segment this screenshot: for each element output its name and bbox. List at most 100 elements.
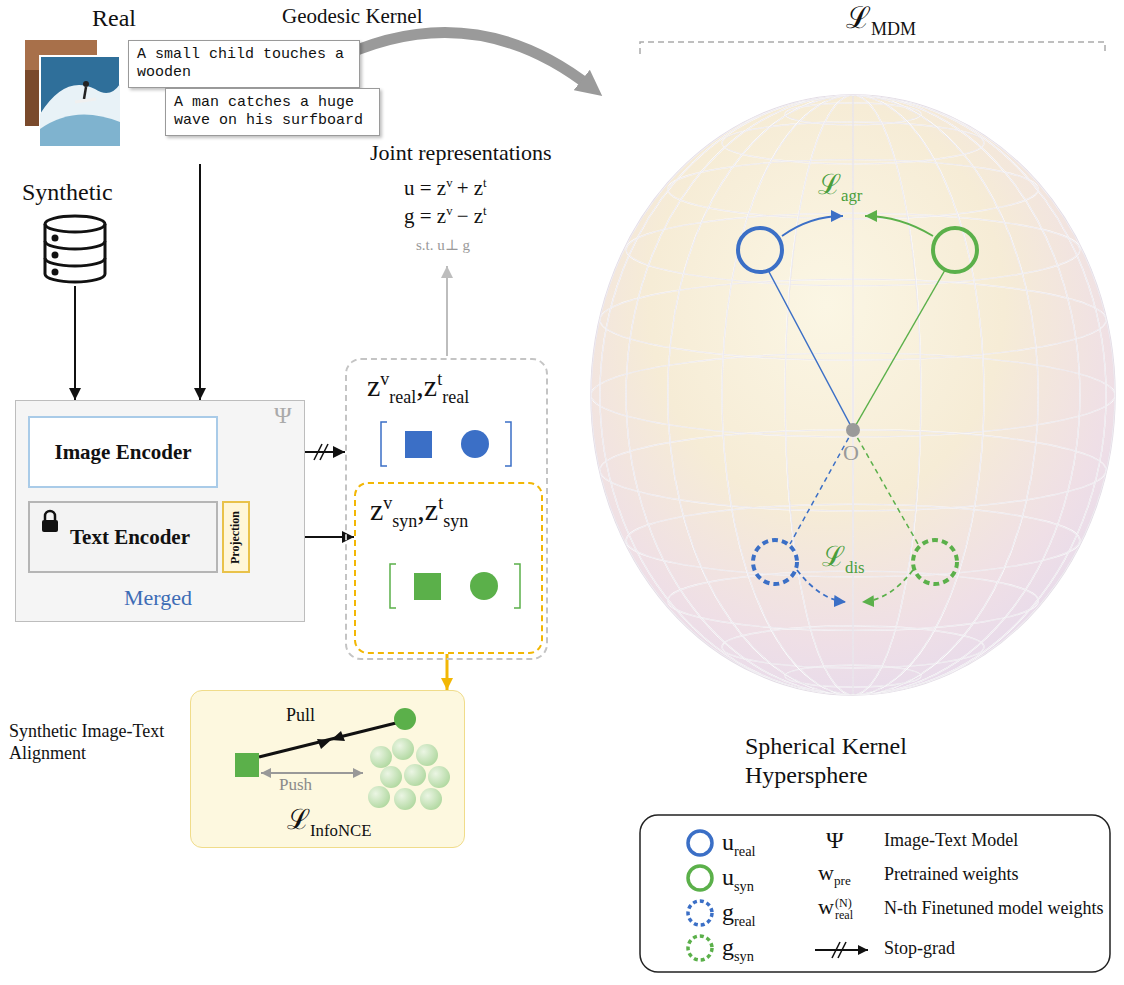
embedding-group: zvreal,ztrealzvsyn,ztsyn: [345, 358, 548, 660]
model-caption: Merged: [124, 585, 192, 610]
legend-symbol: (N): [835, 897, 853, 909]
math-index: v: [383, 493, 392, 513]
text-group: ℒMDM: [846, 0, 916, 41]
text-group: gsyn: [722, 933, 754, 965]
connector-arrow: [199, 164, 201, 400]
equation: − z: [457, 204, 483, 228]
text-group: w(N)real: [818, 894, 853, 921]
text-group: ℒagr: [818, 168, 862, 206]
vector-line: [853, 430, 918, 544]
text-group: ℒInfoNCE: [287, 803, 372, 841]
origin-dot: [846, 423, 860, 437]
embedding-symbol: ,: [417, 493, 425, 526]
loss-symbol: ℒ: [822, 541, 845, 572]
math-index: v: [380, 369, 389, 389]
legend-sample: [838, 942, 846, 958]
legend-symbol: w: [818, 860, 834, 885]
caption-text: A man catches a huge wave on his surfboa…: [174, 94, 363, 129]
embedding-symbol: z: [424, 369, 437, 402]
embedding-symbol: z: [370, 493, 383, 526]
legend-text: u: [722, 829, 734, 855]
encoder-box: Text Encoder: [28, 501, 218, 573]
vector-line: [853, 270, 945, 430]
section-title: Joint representations: [370, 140, 551, 165]
math-index: dis: [845, 558, 865, 577]
text-group: N-th Finetuned model weights: [884, 898, 1103, 920]
legend-sample: [688, 901, 712, 925]
text-group: Pull: [286, 705, 315, 727]
encoder-box: Image Encoder: [28, 416, 218, 488]
constraint: s.t. u⊥ g: [416, 237, 470, 253]
text-group: Push: [279, 775, 312, 795]
text-group: Image-Text Model: [884, 830, 1018, 852]
legend-text: N-th Finetuned model weights: [884, 898, 1103, 918]
embedding-symbol: z: [425, 493, 438, 526]
lock-icon: [36, 507, 66, 537]
math-index: t: [483, 204, 487, 218]
group-heading: Synthetic: [22, 179, 113, 205]
legend-sample: [688, 936, 712, 960]
math-index: InfoNCE: [310, 821, 372, 840]
loss-symbol: ℒ: [818, 169, 841, 200]
text-group: Real: [92, 4, 136, 33]
loss-bracket: [640, 42, 1105, 54]
sphere-grid: [591, 95, 1115, 695]
text-group: Pretrained weights: [884, 864, 1018, 886]
loss-symbol: ℒ: [287, 804, 310, 835]
legend-text: u: [722, 864, 734, 890]
group-heading: Real: [92, 5, 136, 31]
box-label: Image Encoder: [54, 440, 191, 465]
embedding-symbol: z: [367, 369, 380, 402]
math-index: real: [734, 843, 756, 859]
vector-line: [768, 270, 853, 430]
legend-box: [640, 815, 1110, 972]
u-real-point: [738, 228, 782, 272]
box-label: Projection: [229, 510, 244, 563]
agree-arrow: [782, 216, 843, 236]
math-index: v: [446, 176, 452, 190]
text-group: greal: [722, 898, 756, 930]
math-index: syn: [392, 511, 417, 531]
embedding-symbol: ,: [416, 369, 424, 402]
merged-model-box: ΨMergedImage EncoderText EncoderProjecti…: [15, 400, 305, 622]
legend-symbol: w: [818, 894, 834, 919]
text-group: g = zv− zt: [404, 204, 487, 229]
up-arrow: [446, 266, 448, 356]
math-index: pre: [834, 873, 851, 888]
text-group: O: [843, 440, 859, 466]
disagree-arrow: [862, 570, 913, 602]
math-index: t: [438, 493, 443, 513]
math-index: t: [483, 176, 487, 190]
pull-label: Pull: [286, 705, 315, 725]
text-group: Synthetic: [22, 178, 113, 207]
synthetic-embedding-group: zvsyn,ztsyn: [354, 482, 543, 654]
text-group: Ψ: [826, 826, 844, 855]
text-group: Geodesic Kernel: [282, 4, 423, 29]
annotation: Geodesic Kernel: [282, 4, 423, 28]
index-stack: (N)real: [835, 897, 853, 921]
legend-symbol: real: [835, 909, 853, 921]
stop-grad-mark: [320, 444, 328, 460]
hypersphere: [591, 95, 1115, 695]
projection-box: Projection: [222, 501, 250, 573]
math-index: syn: [734, 948, 754, 964]
math-index: syn: [443, 511, 468, 531]
math-index: t: [437, 369, 442, 389]
math-index: agr: [841, 186, 862, 205]
disagree-arrow: [797, 570, 846, 602]
figure-title: Spherical Kernel Hypersphere: [745, 733, 907, 788]
equation: + z: [457, 176, 483, 200]
caption-text: A small child touches a wooden: [137, 46, 344, 81]
caption-box: A man catches a huge wave on his surfboa…: [165, 88, 380, 136]
math-index: real: [734, 913, 756, 929]
box-label: Text Encoder: [70, 525, 190, 550]
loss-symbol: ℒ: [846, 1, 871, 34]
side-caption: Synthetic Image-Text Alignment: [9, 721, 164, 763]
text-group: usyn: [722, 863, 754, 895]
connector-arrow: [74, 286, 76, 400]
infonce-box: Synthetic Image-Text AlignmentPullPushℒI…: [190, 690, 465, 848]
legend-symbol: Ψ: [826, 827, 844, 853]
math-index: v: [446, 204, 452, 218]
legend-text: Pretrained weights: [884, 864, 1018, 884]
text-group: Merged: [124, 585, 192, 611]
